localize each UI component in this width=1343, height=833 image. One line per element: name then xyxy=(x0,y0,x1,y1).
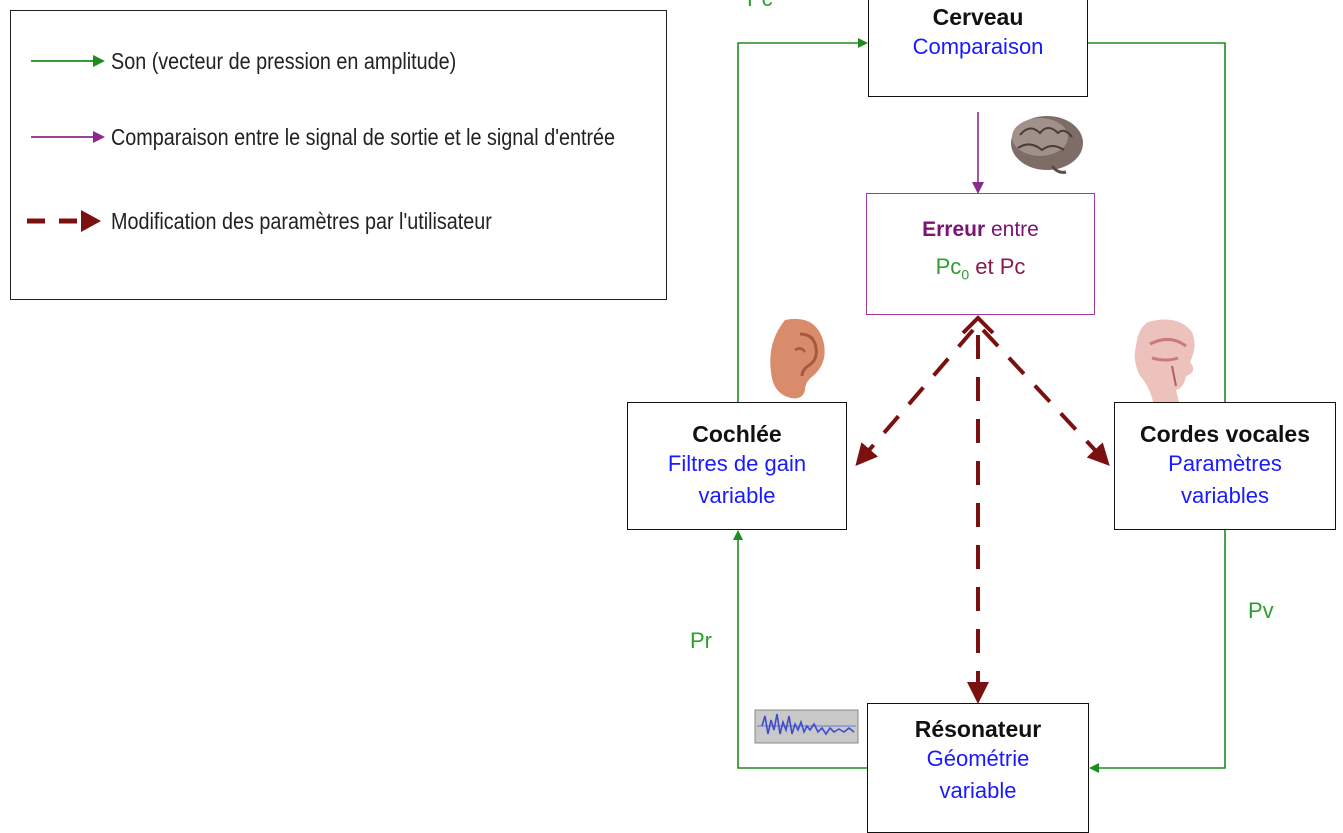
resonateur-subtitle-2: variable xyxy=(939,778,1017,803)
edge-cerveau-to-cordes xyxy=(1088,42,1226,402)
node-erreur: Erreur entre Pc0 et Pc xyxy=(866,193,1095,315)
legend-line-purple xyxy=(31,131,105,143)
legend-line-maroon xyxy=(27,210,101,232)
legend-item-comparison: Comparaison entre le signal de sortie et… xyxy=(11,116,661,156)
resonateur-title: Résonateur xyxy=(914,716,1042,742)
legend-line-green xyxy=(31,55,105,67)
edge-label-pv: Pv xyxy=(1248,598,1274,623)
erreur-pc0: Pc0 xyxy=(935,254,970,283)
edge-cordes-to-resonateur xyxy=(1089,530,1226,773)
waveform-icon xyxy=(754,709,859,744)
node-cerveau: Cerveau Comparaison xyxy=(868,0,1088,97)
top-cut-label: Pc xyxy=(747,0,773,12)
erreur-pc0-sub: 0 xyxy=(961,266,970,283)
resonateur-subtitle-1: Géométrie xyxy=(926,746,1030,771)
node-cochlee: Cochlée Filtres de gain variable xyxy=(627,402,847,530)
cerveau-subtitle: Comparaison xyxy=(912,34,1044,59)
cordes-subtitle-1: Paramètres xyxy=(1168,451,1282,476)
brain-icon xyxy=(1011,116,1083,174)
erreur-pc0-base: Pc xyxy=(935,254,962,279)
erreur-formula: Pc0 et Pc xyxy=(867,254,1094,282)
cerveau-title: Cerveau xyxy=(932,4,1024,30)
edge-resonateur-to-cochlee xyxy=(733,530,867,769)
edge-cochlee-to-cerveau xyxy=(737,38,868,402)
edge-label-pr: Pr xyxy=(690,628,712,653)
cochlee-subtitle-1: Filtres de gain xyxy=(667,451,807,476)
legend-text-modification: Modification des paramètres par l'utilis… xyxy=(111,208,492,234)
ear-icon xyxy=(770,318,825,399)
edge-erreur-to-cordes xyxy=(981,328,1110,466)
cochlee-subtitle-2: variable xyxy=(698,483,776,508)
legend-item-modification: Modification des paramètres par l'utilis… xyxy=(11,200,661,240)
erreur-et: et xyxy=(969,254,1000,279)
legend-text-comparison: Comparaison entre le signal de sortie et… xyxy=(111,124,616,150)
cordes-subtitle-2: variables xyxy=(1180,483,1270,508)
vocal-tract-icon xyxy=(1134,319,1195,406)
edge-erreur-to-cochlee xyxy=(855,328,975,467)
cochlee-title: Cochlée xyxy=(692,421,782,447)
erreur-chevron xyxy=(961,315,995,335)
node-resonateur: Résonateur Géométrie variable xyxy=(867,703,1089,833)
erreur-pc: Pc xyxy=(999,254,1026,279)
node-cordes-vocales: Cordes vocales Paramètres variables xyxy=(1114,402,1336,530)
erreur-title: Erreur entre xyxy=(867,218,1094,242)
legend-text-sound: Son (vecteur de pression en amplitude) xyxy=(111,48,457,74)
legend: Son (vecteur de pression en amplitude) C… xyxy=(10,10,667,300)
erreur-title-rest: entre xyxy=(985,218,1039,241)
erreur-title-bold: Erreur xyxy=(922,218,986,241)
cordes-title: Cordes vocales xyxy=(1139,421,1311,447)
legend-item-sound: Son (vecteur de pression en amplitude) xyxy=(11,40,661,80)
